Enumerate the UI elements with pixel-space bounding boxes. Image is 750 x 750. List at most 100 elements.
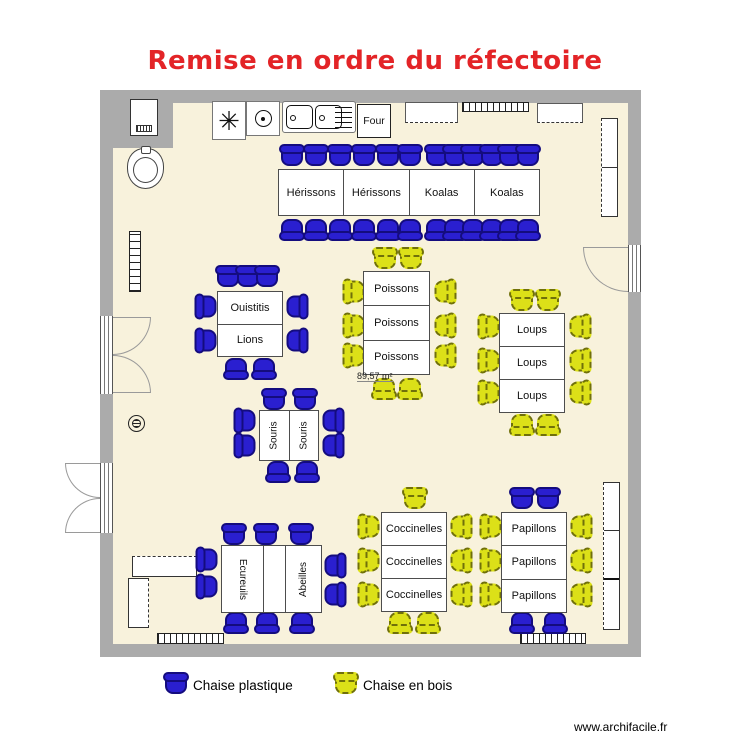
plastic-chair-icon: [322, 434, 342, 457]
plastic-chair-icon: [397, 144, 423, 166]
plastic-chair-icon: [535, 487, 561, 509]
plastic-chair-icon: [236, 434, 256, 457]
cabinet-divider: [604, 530, 619, 531]
plastic-chair-icon: [197, 329, 217, 352]
table-poissons-1: Poissons: [364, 272, 429, 305]
plastic-chair-icon: [324, 554, 344, 577]
door-left-lower: [100, 463, 113, 533]
hotplate: [246, 101, 280, 136]
wood-chair-icon: [402, 487, 428, 509]
table-loups-1: Loups: [500, 314, 564, 346]
plastic-chair-icon: [197, 295, 217, 318]
table-label: Coccinelles: [385, 523, 443, 535]
wood-chair-icon: [360, 515, 380, 538]
table-group-top-row: Hérissons Hérissons Koalas Koalas: [278, 169, 540, 216]
plastic-chair-icon: [254, 265, 280, 287]
kitchen-sink: [282, 101, 356, 133]
hotplate-icon: [254, 110, 272, 127]
wood-chair-icon: [480, 349, 500, 372]
radiator-left: [129, 231, 141, 292]
radiator-top: [462, 102, 529, 112]
table-coccinelles-2: Coccinelles: [382, 545, 446, 578]
table-label: Koalas: [490, 186, 524, 199]
plastic-chair-icon: [286, 329, 306, 352]
plastic-chair-icon: [324, 583, 344, 606]
plastic-chair-icon: [261, 388, 287, 410]
plastic-chair-icon: [267, 461, 289, 480]
table-label: Souris: [268, 421, 280, 450]
plastic-chair-icon: [353, 219, 375, 238]
table-ouistitis: Ouistitis: [218, 292, 282, 324]
plastic-chair-icon: [322, 409, 342, 432]
boiler-grille: [136, 125, 152, 132]
plastic-chair-icon: [286, 295, 306, 318]
cabinet-right-bottom: [603, 482, 620, 630]
table-loups-3: Loups: [500, 379, 564, 412]
table-ecureuils: Ecureuils: [222, 546, 263, 612]
wood-chair-icon: [482, 583, 502, 606]
table-label: Lions: [236, 334, 264, 347]
table-souris-2: Souris: [288, 411, 319, 460]
plastic-chair-icon: [399, 219, 421, 238]
wood-chair-icon: [569, 381, 589, 404]
plastic-chair-icon: [198, 548, 218, 571]
extractor-fan-icon: ✳: [218, 105, 240, 136]
table-coccinelles-3: Coccinelles: [382, 578, 446, 611]
table-herissons-2: Hérissons: [343, 170, 408, 215]
plastic-chair-icon: [163, 672, 189, 694]
plastic-chair-icon: [515, 144, 541, 166]
table-label: Poissons: [374, 282, 419, 295]
plastic-chair-icon: [509, 487, 535, 509]
table-label: Coccinelles: [385, 589, 443, 601]
plastic-chair-icon: [221, 523, 247, 545]
plastic-chair-icon: [253, 358, 275, 377]
wood-chair-icon: [569, 349, 589, 372]
plastic-chair-icon: [281, 219, 303, 238]
table-label: Papillons: [511, 556, 557, 569]
table-label: Hérissons: [286, 186, 336, 199]
table-papillons-3: Papillons: [502, 578, 566, 612]
wood-chair-icon: [537, 414, 559, 433]
wood-chair-icon: [372, 247, 398, 269]
wall-top: [100, 90, 641, 103]
plastic-chair-icon: [225, 612, 247, 631]
wood-chair-icon: [398, 247, 424, 269]
wood-chair-icon: [570, 549, 590, 572]
page-title: Remise en ordre du réfectoire: [147, 46, 603, 76]
plastic-chair-icon: [198, 575, 218, 598]
table-label: Coccinelles: [385, 556, 443, 568]
plastic-chair-icon: [292, 388, 318, 410]
plastic-chair-icon: [303, 144, 329, 166]
boiler: [130, 99, 158, 136]
wood-chair-icon: [569, 315, 589, 338]
wood-chair-icon: [480, 381, 500, 404]
plastic-chair-icon: [236, 409, 256, 432]
plastic-chair-icon: [544, 612, 566, 631]
counter-top-2: [537, 103, 583, 123]
cabinet-right-top: [601, 118, 618, 217]
wood-chair-icon: [482, 549, 502, 572]
legend-wood-label: Chaise en bois: [363, 678, 453, 693]
cabinet-divider: [602, 167, 617, 168]
table-label: Loups: [517, 357, 547, 369]
table-loups-2: Loups: [500, 346, 564, 379]
washbasin: [127, 146, 164, 189]
table-label: Loups: [517, 390, 547, 402]
table-koalas-2: Koalas: [473, 170, 539, 215]
table-label: Papillons: [511, 523, 557, 536]
table-coccinelles-1: Coccinelles: [382, 513, 446, 545]
table-label: Poissons: [374, 351, 419, 364]
table-group-papillons: Papillons Papillons Papillons: [501, 512, 567, 613]
wood-chair-icon: [509, 289, 535, 311]
table-label: Ouistitis: [230, 301, 270, 314]
table-herissons-1: Hérissons: [279, 170, 343, 215]
table-group-poissons: Poissons Poissons Poissons: [363, 271, 430, 375]
table-koalas-1: Koalas: [408, 170, 474, 215]
extractor-fan: ✳: [212, 101, 246, 140]
wood-chair-icon: [434, 314, 454, 337]
wood-chair-icon: [345, 344, 365, 367]
wood-chair-icon: [450, 583, 470, 606]
website-link[interactable]: www.archifacile.fr: [574, 720, 668, 734]
wood-chair-icon: [360, 549, 380, 572]
